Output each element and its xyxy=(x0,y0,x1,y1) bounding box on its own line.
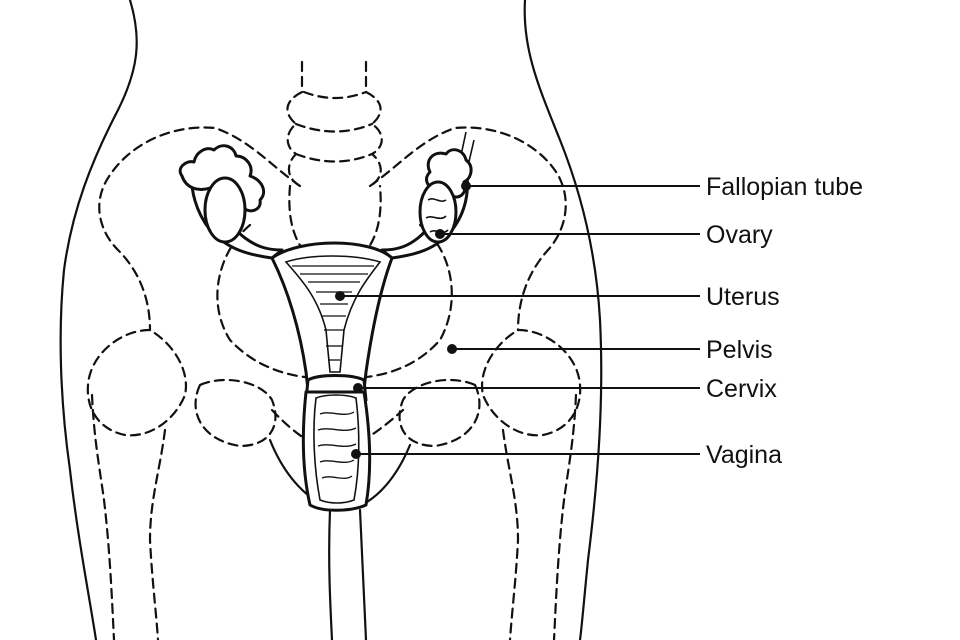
right-thigh-line xyxy=(358,508,368,640)
label-fallopian-tube: Fallopian tube xyxy=(706,173,863,201)
right-obturator xyxy=(398,378,481,448)
right-iliac-crest xyxy=(368,126,567,332)
reproductive-organs xyxy=(178,131,475,512)
spine-vertebra-3 xyxy=(294,152,374,163)
spine-vertebra-2 xyxy=(294,122,374,133)
labels: Fallopian tube Ovary Uterus Pelvis Cervi… xyxy=(706,173,863,469)
pelvis-bones xyxy=(86,60,582,640)
label-leaders xyxy=(335,181,700,459)
right-body-contour xyxy=(523,0,603,640)
fallopian-tube-dot xyxy=(461,181,471,191)
vagina-rugae xyxy=(317,411,357,479)
uterus-dot xyxy=(335,291,345,301)
cervix-dot xyxy=(353,383,363,393)
vagina xyxy=(301,390,372,512)
label-cervix: Cervix xyxy=(706,375,777,403)
left-body-contour xyxy=(59,0,138,640)
left-ovary xyxy=(203,176,247,244)
right-femur-inner xyxy=(501,428,520,640)
left-femur-inner xyxy=(148,428,167,640)
right-hip-socket xyxy=(480,328,582,437)
body-outline xyxy=(59,0,603,640)
vaginal-canal xyxy=(313,394,360,504)
uterus-hatching xyxy=(292,265,374,361)
label-vagina: Vagina xyxy=(706,441,782,469)
label-ovary: Ovary xyxy=(706,221,773,249)
spine-vertebra-1 xyxy=(302,90,368,100)
vagina-dot xyxy=(351,449,361,459)
left-obturator xyxy=(194,378,277,448)
label-pelvis: Pelvis xyxy=(706,336,773,364)
spine-left-edge xyxy=(286,60,304,188)
right-femur-outer xyxy=(552,393,578,640)
uterine-cavity xyxy=(284,255,382,373)
left-thigh-line xyxy=(328,508,334,640)
spine-right-edge xyxy=(364,60,383,188)
ovary-dot xyxy=(435,229,445,239)
left-femur-outer xyxy=(90,393,116,640)
right-ovary xyxy=(418,180,458,244)
left-hip-socket xyxy=(86,328,188,437)
label-uterus: Uterus xyxy=(706,283,780,311)
left-iliac-crest xyxy=(98,126,302,332)
pelvis-dot xyxy=(447,344,457,354)
